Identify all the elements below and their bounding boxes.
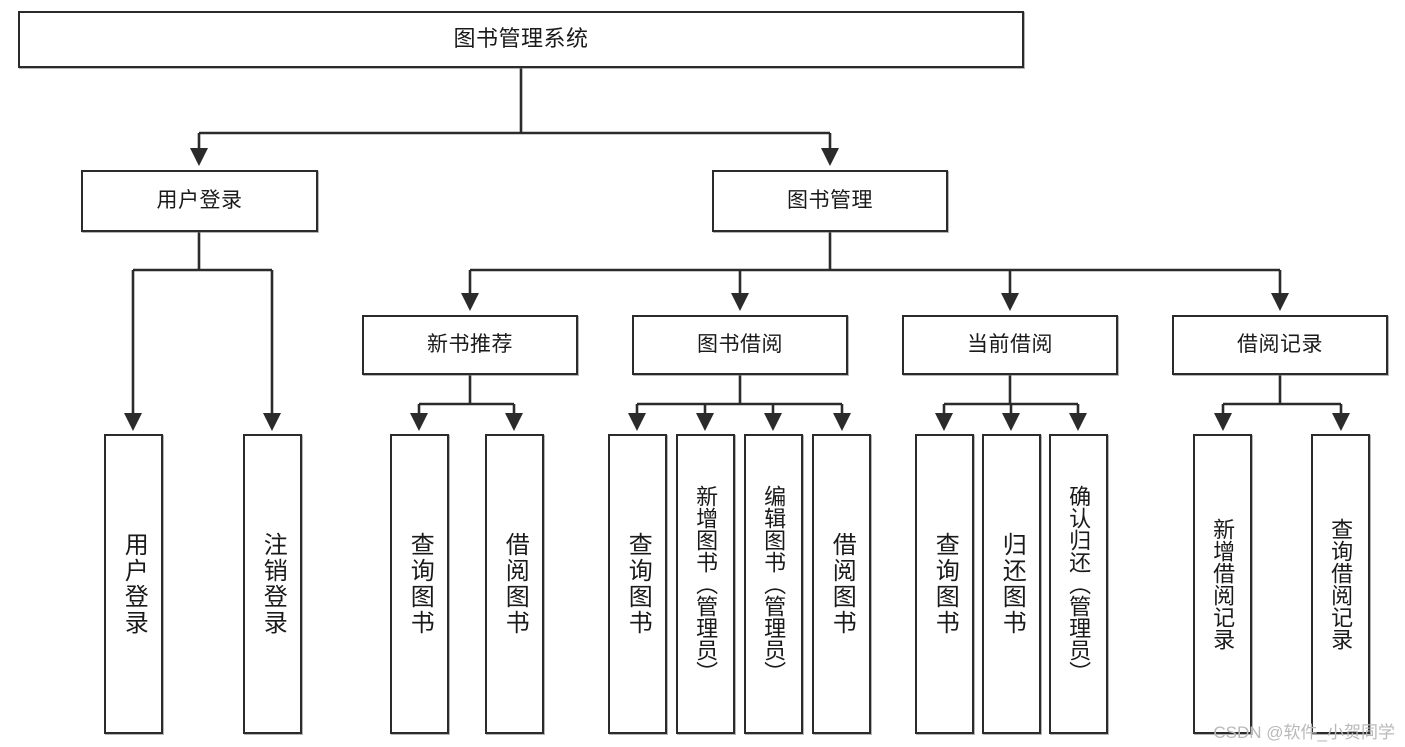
node-leaf-logout-label: 注销登录 bbox=[259, 532, 287, 636]
node-leaf-query-book-new[interactable]: 查询图书 bbox=[390, 434, 449, 734]
node-leaf-query-book-current-label: 查询图书 bbox=[931, 532, 959, 636]
node-book-management[interactable]: 图书管理 bbox=[712, 170, 948, 232]
node-leaf-user-login-label: 用户登录 bbox=[120, 532, 148, 636]
node-leaf-query-borrow-record[interactable]: 查询借阅记录 bbox=[1311, 434, 1370, 734]
node-leaf-borrow-book-new-label: 借阅图书 bbox=[501, 532, 529, 636]
node-leaf-query-book-current[interactable]: 查询图书 bbox=[915, 434, 974, 734]
node-leaf-return-book[interactable]: 归还图书 bbox=[982, 434, 1041, 734]
node-book-borrow[interactable]: 图书借阅 bbox=[632, 315, 848, 375]
node-book-management-label: 图书管理 bbox=[787, 189, 873, 213]
node-leaf-add-book-admin[interactable]: 新增图书（管理员） bbox=[676, 434, 735, 734]
node-leaf-query-book-borrow[interactable]: 查询图书 bbox=[608, 434, 667, 734]
node-leaf-user-login[interactable]: 用户登录 bbox=[104, 434, 163, 734]
node-leaf-query-book-borrow-label: 查询图书 bbox=[624, 532, 652, 636]
node-root[interactable]: 图书管理系统 bbox=[18, 11, 1024, 68]
node-leaf-edit-book-admin-label: 编辑图书（管理员） bbox=[761, 485, 787, 683]
node-leaf-logout[interactable]: 注销登录 bbox=[243, 434, 302, 734]
node-leaf-add-borrow-record-label: 新增借阅记录 bbox=[1210, 518, 1236, 650]
node-leaf-edit-book-admin[interactable]: 编辑图书（管理员） bbox=[744, 434, 803, 734]
node-leaf-query-book-new-label: 查询图书 bbox=[406, 532, 434, 636]
node-user-login[interactable]: 用户登录 bbox=[81, 170, 318, 232]
node-leaf-confirm-return-admin-label: 确认归还（管理员） bbox=[1066, 485, 1092, 683]
node-leaf-query-borrow-record-label: 查询借阅记录 bbox=[1328, 518, 1354, 650]
node-leaf-confirm-return-admin[interactable]: 确认归还（管理员） bbox=[1049, 434, 1108, 734]
node-book-borrow-label: 图书借阅 bbox=[697, 333, 783, 357]
node-root-label: 图书管理系统 bbox=[453, 26, 589, 52]
node-borrow-records[interactable]: 借阅记录 bbox=[1172, 315, 1388, 375]
node-leaf-borrow-book[interactable]: 借阅图书 bbox=[812, 434, 871, 734]
node-current-borrow[interactable]: 当前借阅 bbox=[902, 315, 1118, 375]
csdn-watermark: CSDN @软件_小贺同学 bbox=[1213, 723, 1395, 742]
node-leaf-borrow-book-label: 借阅图书 bbox=[828, 532, 856, 636]
node-user-login-label: 用户登录 bbox=[156, 189, 243, 213]
node-new-book-recommend-label: 新书推荐 bbox=[427, 333, 513, 357]
node-leaf-add-borrow-record[interactable]: 新增借阅记录 bbox=[1193, 434, 1252, 734]
node-current-borrow-label: 当前借阅 bbox=[967, 333, 1053, 357]
node-leaf-borrow-book-new[interactable]: 借阅图书 bbox=[485, 434, 544, 734]
node-leaf-add-book-admin-label: 新增图书（管理员） bbox=[693, 485, 719, 683]
node-new-book-recommend[interactable]: 新书推荐 bbox=[362, 315, 578, 375]
node-leaf-return-book-label: 归还图书 bbox=[998, 532, 1026, 636]
node-borrow-records-label: 借阅记录 bbox=[1237, 333, 1323, 357]
